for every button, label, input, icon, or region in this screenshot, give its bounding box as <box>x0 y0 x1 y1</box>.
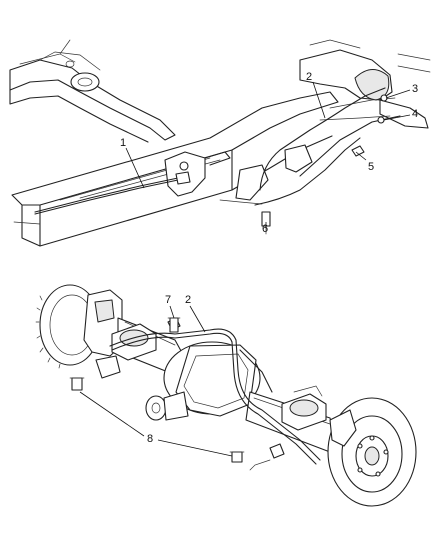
leader-4 <box>383 114 411 121</box>
callout-8: 8 <box>147 433 153 445</box>
leader-5 <box>355 151 367 161</box>
callout-2-bottom: 2 <box>185 294 191 306</box>
leader-2-bottom <box>189 305 206 333</box>
leader-8b <box>157 439 233 457</box>
callouts: 1 2 3 4 5 6 7 2 8 <box>79 71 418 457</box>
callout-7: 7 <box>165 294 171 306</box>
rear-axle-view <box>35 284 417 507</box>
leader-2-top <box>312 81 326 119</box>
callout-1: 1 <box>120 137 126 149</box>
frame-rail-view <box>9 39 431 247</box>
callout-2-top: 2 <box>306 71 312 83</box>
leader-8a <box>79 391 145 437</box>
callout-4: 4 <box>412 108 418 120</box>
callout-3: 3 <box>412 83 418 95</box>
leader-7 <box>169 305 175 319</box>
callout-6: 6 <box>262 223 268 235</box>
leader-3 <box>385 89 411 99</box>
callout-5: 5 <box>368 161 374 173</box>
leader-1 <box>125 147 145 189</box>
